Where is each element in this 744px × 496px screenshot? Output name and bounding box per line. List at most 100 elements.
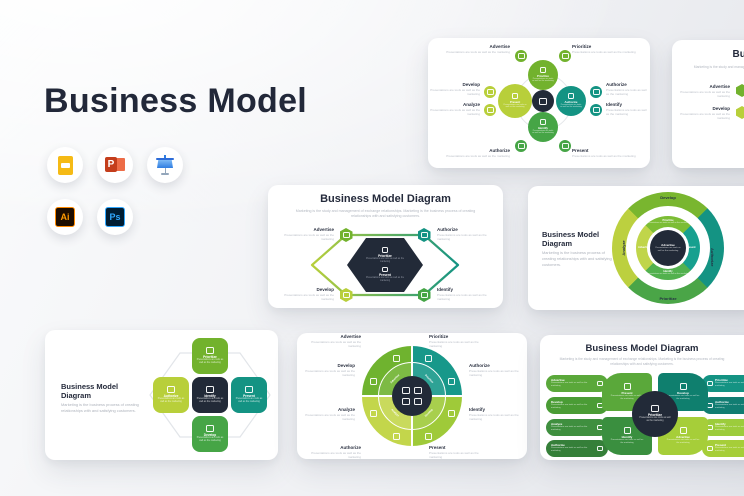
square-caption: Presentations are tools as well as the m… <box>196 398 224 404</box>
powerpoint-icon: P <box>105 157 125 173</box>
big-node-label: Present <box>509 99 521 104</box>
slide-card-clipped[interactable]: Business Model Diagram Marketing is the … <box>672 40 744 168</box>
node-label-block: Authorize Presentations are tools as wel… <box>606 82 648 96</box>
card-title: Business Model Diagram <box>542 230 600 248</box>
node-label: Develop <box>337 363 355 368</box>
card-subtitle: Marketing is the business process of cre… <box>542 250 612 267</box>
powerpoint-letter: P <box>105 157 117 172</box>
document-icon <box>393 433 400 440</box>
small-node <box>590 86 602 98</box>
node-label-block: Prioritize Presentations are tools as we… <box>572 44 640 54</box>
ring-label-top: Develop <box>660 194 676 200</box>
powerpoint-badge[interactable]: P <box>97 147 133 183</box>
keynote-icon <box>154 155 176 175</box>
node-label-block: Authorize Presentations are tools as wel… <box>437 227 495 241</box>
center-caption: Presentations are tools as well as the m… <box>365 277 405 282</box>
slide-card-rings[interactable]: Business Model Diagram Marketing is the … <box>528 186 744 310</box>
pill-caption: Presentations are tools as well as the m… <box>715 382 744 388</box>
keynote-badge[interactable] <box>147 147 183 183</box>
clock-icon <box>561 142 569 150</box>
slide-card-pie[interactable]: Advertise Prioritize Analyze Develop Adv… <box>297 333 527 459</box>
card-title: Business Model Diagram <box>585 343 699 354</box>
big-node-label: Authorize <box>564 99 578 104</box>
big-node-caption: Presentations are tools as well as the m… <box>560 103 582 109</box>
inner-caption: Presentations are tools as well as the m… <box>646 222 690 224</box>
node-label-block: Develop Presentations are tools as well … <box>276 287 334 301</box>
google-slides-badge[interactable] <box>47 147 83 183</box>
monitor-icon <box>382 266 388 272</box>
slide-card-squares[interactable]: Business Model Diagram Marketing is the … <box>45 330 278 460</box>
node-label-block: Authorize Presentations are tools as wel… <box>305 445 361 459</box>
small-node <box>559 50 571 62</box>
image-icon <box>342 291 350 299</box>
slide-card-petals[interactable]: Business Model Diagram Marketing is the … <box>540 335 744 460</box>
slides-inner-frame <box>60 162 70 168</box>
card-subtitle: Marketing is the study and management of… <box>559 357 725 366</box>
slide-card-hexagon[interactable]: Business Model Diagram Marketing is the … <box>268 185 503 308</box>
node-caption: Presentations are tools as well as the m… <box>305 412 355 421</box>
card-text-block: Business Model Diagram Marketing is the … <box>542 230 616 268</box>
node-caption: Presentations are tools as well as the m… <box>469 412 519 421</box>
center-node <box>532 90 554 112</box>
node-label-block: Develop Presentations are tools as well … <box>430 82 480 96</box>
gear-icon <box>597 445 603 452</box>
hex-node-tr <box>417 228 431 242</box>
node-caption: Presentations are tools as well as the m… <box>430 107 480 116</box>
card-subtitle: Marketing is the study and management of… <box>693 65 744 69</box>
document-icon <box>707 380 713 387</box>
small-node <box>559 140 571 152</box>
monitor-icon <box>679 383 687 390</box>
briefcase-icon <box>206 346 214 354</box>
node-caption: Presentations are tools as well as the m… <box>284 232 334 241</box>
pill-label: Analyze <box>551 421 563 426</box>
megaphone-icon <box>679 427 687 434</box>
chart-icon <box>517 52 525 60</box>
quadrant-caption: Presentations are tools as well as the m… <box>666 394 700 400</box>
keynote-base <box>161 173 169 175</box>
square-top: Prioritize Presentations are tools as we… <box>192 338 228 374</box>
grid-icon <box>402 387 410 394</box>
card-title: Business Model Diagram <box>732 49 744 60</box>
image-icon <box>539 97 547 105</box>
clock-icon <box>707 445 713 452</box>
center-circle: Prioritize Presentations are tools as we… <box>632 391 678 437</box>
center-caption: Presentations are tools as well as the m… <box>365 257 405 263</box>
slide-card-circles[interactable]: Prioritize Presentations are tools as we… <box>428 38 650 168</box>
node-caption: Presentations are tools as well as the m… <box>446 49 510 54</box>
hexagon-outline <box>149 352 271 438</box>
card-title: Business Model Diagram <box>320 193 451 205</box>
folder-icon <box>370 410 377 417</box>
node-label-block: Present Presentations are tools as well … <box>572 148 640 158</box>
node-label-block: Prioritize Presentations are tools as we… <box>429 334 489 348</box>
quadrant-label: Advertise <box>676 434 690 439</box>
illustrator-badge[interactable]: Ai <box>47 199 83 235</box>
center-caption: Presentations are tools as well as the m… <box>655 247 681 252</box>
node-caption: Presentations are tools as well as the m… <box>446 153 510 158</box>
node-label: Prioritize <box>572 44 592 49</box>
card-text-block: Business Model Diagram Marketing is the … <box>61 382 141 414</box>
node-caption: Presentations are tools as well as the m… <box>429 339 479 348</box>
big-node-caption: Presentations are tools as well as the m… <box>532 77 554 83</box>
monitor-icon <box>393 355 400 362</box>
pill-label: Present <box>715 442 727 447</box>
mail-icon <box>623 383 631 390</box>
photoshop-badge[interactable]: Ps <box>97 199 133 235</box>
center-caption: Presentations are tools as well as the m… <box>639 417 671 422</box>
document-icon <box>167 385 175 393</box>
photoshop-icon: Ps <box>105 207 125 227</box>
inner-label: Advertise <box>638 246 650 249</box>
pill-label: Develop <box>551 399 563 404</box>
node-label: Identify <box>606 102 623 107</box>
pill-caption: Presentations are tools as well as the m… <box>551 426 588 432</box>
node-label: Advertise <box>489 44 510 49</box>
node-label: Analyze <box>337 407 355 412</box>
node-label-block: Identify Presentations are tools as well… <box>437 287 495 301</box>
quadrant-label: Develop <box>677 390 689 395</box>
node-caption: Presentations are tools as well as the m… <box>429 450 479 459</box>
mail-icon <box>420 231 428 239</box>
big-node-caption: Presentations are tools as well as the m… <box>532 129 554 135</box>
node-label: Authorize <box>340 445 361 450</box>
lock-icon <box>206 385 214 393</box>
